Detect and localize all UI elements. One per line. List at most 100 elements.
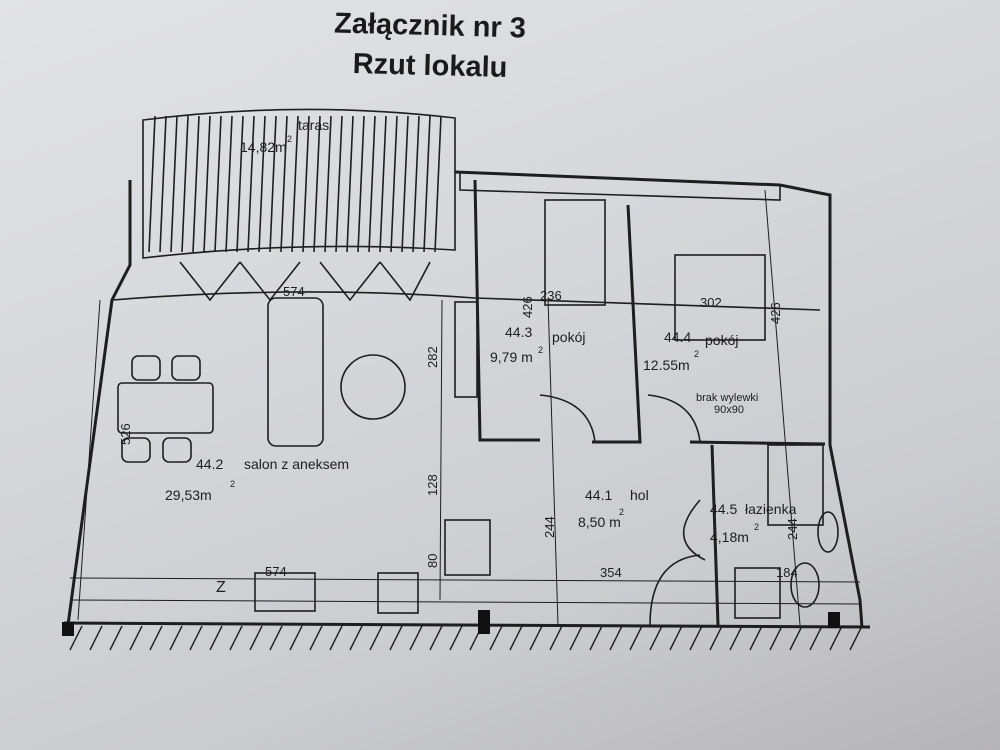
dimension-80: 80: [425, 554, 440, 568]
wall-hatch-line: [689, 625, 703, 651]
wall-hatch-line: [69, 625, 83, 651]
room-name-lazienka: łazienka: [745, 501, 797, 517]
bed-large: [674, 254, 766, 341]
room-number-salon: 44.2: [196, 456, 223, 472]
decking-line: [357, 115, 365, 253]
dimension-236: 236: [540, 288, 562, 303]
hall-doors: [649, 499, 706, 626]
area-sup: 2: [619, 507, 624, 517]
decking-line: [346, 115, 354, 253]
decking-line: [214, 115, 222, 253]
room-name-taras: taras: [298, 117, 329, 133]
wall-hatch-line: [629, 625, 643, 651]
decking-line: [148, 115, 156, 253]
dimension-574-top: 574: [283, 284, 305, 299]
wall-hatch-line: [849, 625, 863, 651]
room-number-pokoj1: 44.3: [505, 324, 532, 340]
area-sup: 2: [754, 522, 759, 532]
wall-hatch-line: [109, 625, 123, 651]
wall-hatch-line: [129, 625, 143, 651]
decking-line: [291, 115, 299, 253]
right-wall: [454, 170, 864, 629]
wall-hatch-line: [189, 625, 203, 651]
wall-hatch-line: [749, 625, 763, 651]
wall-hatch-line: [649, 625, 663, 651]
room-area-pokoj1: 9,79 m: [490, 349, 533, 365]
decking-line: [170, 115, 178, 253]
wall-hatch-line: [609, 625, 623, 651]
decking-line: [280, 115, 288, 253]
room-name-hol: hol: [630, 487, 649, 503]
dimension-426-a: 426: [520, 296, 535, 318]
decking-line: [258, 115, 266, 253]
wall-hatch-line: [769, 625, 783, 651]
decking-line: [236, 115, 244, 253]
washbasin: [817, 511, 839, 553]
decking-line: [302, 115, 310, 253]
wall-hatch-line: [209, 625, 223, 651]
decking-line: [225, 115, 233, 253]
decking-line: [324, 115, 332, 253]
decking-line: [423, 115, 431, 253]
area-sup: 2: [694, 349, 699, 359]
cooktop: [377, 572, 419, 614]
wall-hatch-line: [489, 625, 503, 651]
area-sup: 2: [230, 479, 235, 489]
decking-line: [390, 115, 398, 253]
shower: [767, 444, 824, 526]
room-number-hol: 44.1: [585, 487, 612, 503]
decking-line: [247, 115, 255, 253]
wall-hatch-line: [829, 625, 843, 651]
decking-line: [313, 115, 321, 253]
wall-hatch-line: [269, 625, 283, 651]
wall-hatch-line: [429, 625, 443, 651]
dimension-244-b: 244: [785, 518, 800, 540]
dimension-184: 184: [776, 565, 798, 580]
wall-hatch-line: [89, 625, 103, 651]
shower-note: brak wylewki: [696, 392, 758, 404]
wall-hatch-line: [309, 625, 323, 651]
boiler: [444, 519, 491, 576]
chair: [131, 355, 161, 381]
wall-hatch-line: [349, 625, 363, 651]
bottom-wall: [63, 621, 871, 629]
column: [62, 622, 74, 636]
wall-hatch-line: [229, 625, 243, 651]
fridge-mark: Z: [216, 579, 226, 596]
round-rug: [340, 354, 406, 420]
wall-hatch-line: [449, 625, 463, 651]
decking-line: [368, 115, 376, 253]
room-number-pokoj2: 44.4: [664, 329, 691, 345]
wall-hatch-line: [729, 625, 743, 651]
wall-hatch-line: [669, 625, 683, 651]
chair: [121, 437, 151, 463]
decking-line: [379, 115, 387, 253]
wall-hatch-line: [249, 625, 263, 651]
terrace-outline: [142, 108, 456, 259]
wall-hatch-line: [529, 625, 543, 651]
column: [478, 610, 490, 634]
wall-hatch-line: [329, 625, 343, 651]
decking-line: [401, 115, 409, 253]
area-sup: 2: [538, 345, 543, 355]
decking-line: [159, 115, 167, 253]
dimension-128: 128: [425, 474, 440, 496]
room-number-lazienka: 44.5: [710, 501, 737, 517]
dimension-line-top: [111, 291, 821, 311]
chair: [171, 355, 201, 381]
wall-hatch-line: [709, 625, 723, 651]
room-443-walls: [473, 179, 642, 444]
bed-small: [544, 199, 606, 306]
room-name-pokoj2: pokój: [705, 332, 738, 348]
room-area-hol: 8,50 m: [578, 514, 621, 530]
wall-hatch-line: [589, 625, 603, 651]
column: [828, 612, 840, 628]
wall-hatch-line: [369, 625, 383, 651]
dimension-lines: [77, 189, 801, 626]
wall-hatch-line: [389, 625, 403, 651]
dimension-354: 354: [600, 565, 622, 580]
shower-size: 90x90: [714, 404, 744, 416]
dimension-302: 302: [700, 295, 722, 310]
decking-line: [181, 115, 189, 253]
